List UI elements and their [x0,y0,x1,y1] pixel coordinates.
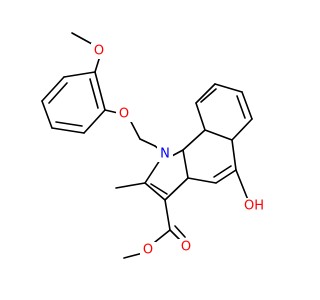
label-bg [116,106,132,122]
bonds [41,32,253,259]
bond-C=O-dbl [174,225,186,238]
bond-N-C2 [144,159,161,184]
bond-aryl-O2 [104,109,119,114]
bond-C5-OH [235,169,249,201]
bond-methyl-O [71,32,93,45]
bond-r3-c [214,83,243,93]
bond-C2-C3 [144,182,166,201]
bond-C5a-C9a [204,129,233,141]
molecule-structure: O O N OH O O [41,32,268,259]
bond-C3a-C4 [187,177,217,184]
bond-r3-d [241,91,253,120]
bond-ring1-d [51,127,85,134]
ether-oxygen-label: O [119,107,129,122]
bond-r3-b [195,83,216,104]
label-bg [240,198,268,214]
bond-CH2-CH2 [139,138,156,147]
bond-ring1-f [94,71,106,111]
indole-nitrogen-label: N [160,147,170,162]
bond-ring1-b [41,76,65,102]
methoxy-oxygen-label: O [94,44,104,59]
hydroxyl-label: OH [244,199,264,214]
bond-C5-C5a [231,139,237,171]
label-bg [157,146,173,162]
bond-ring1-a [63,71,96,78]
bond-C9b-C9a [182,129,206,151]
label-bg [140,242,156,258]
carbonyl-oxygen-label: O [181,240,191,255]
bond-O-methyl [123,252,144,259]
bond-r3-e [231,118,253,141]
bond-C2-C3-dbl [150,183,168,195]
bond-r3-a [195,102,206,131]
bond-ring1-f2 [89,78,99,109]
bond-C2-methyl [115,182,146,189]
bond-C3a-C9b [182,149,189,179]
bond-C4-C5-dbl [213,165,232,178]
bond-r3-b2 [200,88,217,103]
bond-C3-Ccarb [164,199,171,231]
bond-ring1-e [83,109,106,134]
bond-C3-C3a [164,177,189,201]
bond-C4-C5 [215,169,237,184]
atom-labels: O O N OH O O [91,43,268,258]
bond-C-O [154,229,171,243]
label-bg [91,43,107,59]
bond-r3-d2 [236,95,246,119]
ester-oxygen-label: O [143,243,153,258]
bond-ring1-c [41,100,53,129]
bond-ring1-b2 [48,82,68,104]
bond-ring1-d2 [55,121,83,127]
label-bg [178,239,194,255]
